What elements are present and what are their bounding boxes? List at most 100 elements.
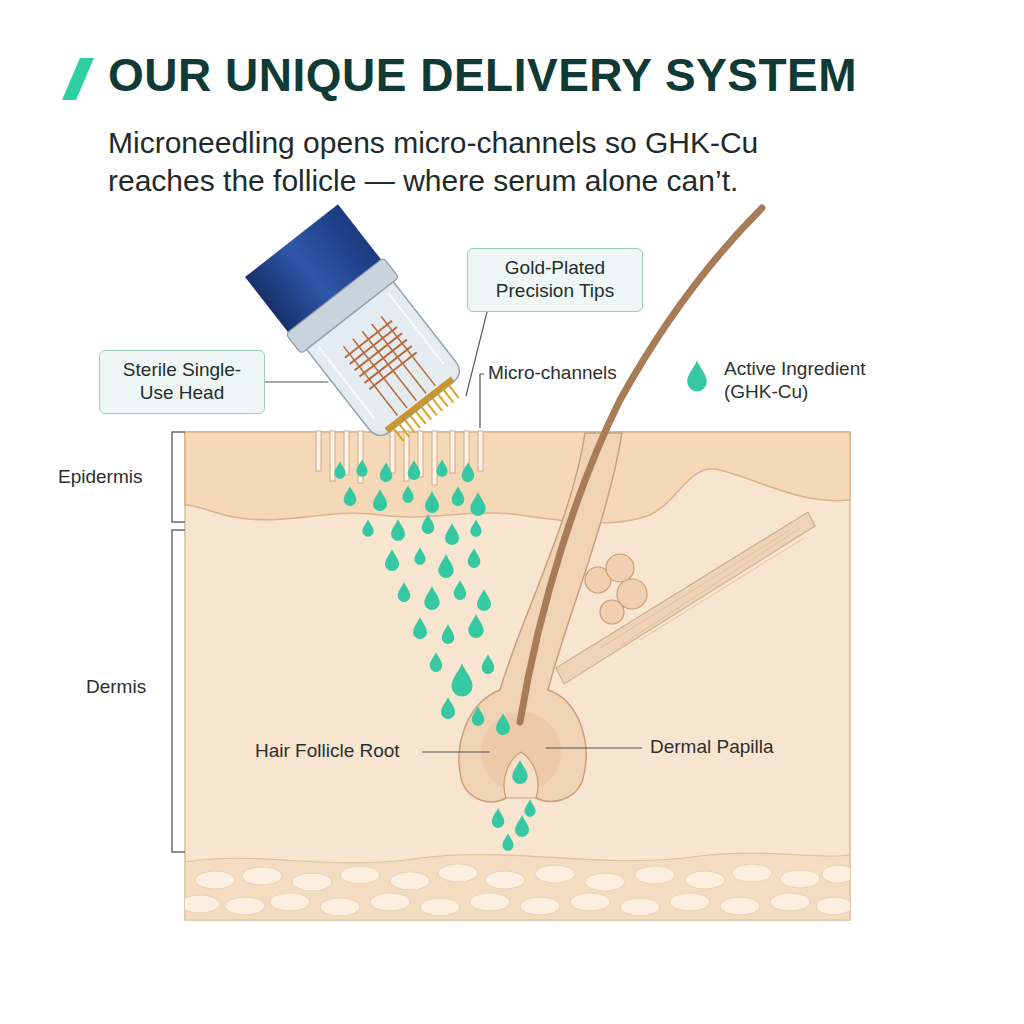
ingredient-droplets xyxy=(380,462,393,482)
ingredient-droplets xyxy=(482,654,495,674)
fat-layer xyxy=(485,871,525,889)
fat-layer xyxy=(225,897,265,915)
ingredient-droplets xyxy=(452,486,465,506)
callout-label: Micro-channels xyxy=(488,362,617,385)
epidermis xyxy=(185,432,850,523)
ingredient-droplets xyxy=(356,459,367,477)
fat-layer xyxy=(340,866,380,884)
leader-lines xyxy=(422,751,490,752)
fat-layer xyxy=(670,893,710,911)
ingredient-droplets xyxy=(408,460,421,480)
fat-layer xyxy=(780,870,820,888)
layer-label: Dermis xyxy=(86,676,146,699)
title: OUR UNIQUE DELIVERY SYSTEM xyxy=(108,52,857,98)
ingredient-droplets xyxy=(438,554,453,578)
ingredient-droplets xyxy=(452,664,473,697)
dermal-papilla xyxy=(504,752,538,798)
fat-layer xyxy=(370,893,410,911)
layer-brackets xyxy=(172,432,185,852)
leader-lines xyxy=(466,300,490,396)
callout-text: Sterile Single-Use Head xyxy=(112,359,252,405)
micro-channels xyxy=(390,431,395,473)
fat-layer xyxy=(635,866,675,884)
fat-layer xyxy=(390,872,430,890)
microneedle-pen xyxy=(307,282,465,441)
fat-layer xyxy=(292,873,332,891)
arrector-muscle xyxy=(600,528,804,648)
ingredient-droplets xyxy=(413,617,427,639)
ingredient-droplets xyxy=(334,459,535,851)
ingredient-droplets xyxy=(414,547,425,565)
ingredient-droplets xyxy=(391,519,405,541)
fat-layer xyxy=(685,871,725,889)
ingredient-droplets xyxy=(492,808,505,828)
droplet-swatch xyxy=(687,361,707,392)
layer-label: Epidermis xyxy=(58,466,142,489)
leader-lines xyxy=(262,300,642,752)
fat-layer xyxy=(732,864,772,882)
title-slash xyxy=(62,58,94,100)
fat-layer xyxy=(185,864,850,916)
skin-section xyxy=(180,431,854,920)
ingredient-droplets xyxy=(424,586,439,610)
callout-text: Gold-Plated Precision Tips xyxy=(480,257,630,303)
ingredient-droplets xyxy=(462,462,475,482)
ingredient-droplets xyxy=(496,713,510,735)
fat-layer xyxy=(270,893,310,911)
ingredient-droplets xyxy=(373,489,387,511)
sebaceous-gland xyxy=(606,554,634,582)
micro-channels xyxy=(432,431,437,485)
fat-layer xyxy=(570,893,610,911)
ingredient-droplets xyxy=(430,652,443,672)
microneedle-pen xyxy=(394,385,459,441)
ingredient-droplets xyxy=(468,548,481,568)
fat-layer xyxy=(185,853,850,920)
micro-channels xyxy=(344,431,349,475)
ingredient-droplets xyxy=(334,461,345,479)
ingredient-droplets xyxy=(398,582,411,602)
ingredient-droplets xyxy=(512,760,527,784)
fat-layer xyxy=(438,864,478,882)
leader-lines xyxy=(546,747,642,748)
fat-layer xyxy=(185,895,220,913)
ingredient-droplets xyxy=(385,549,399,571)
sebaceous-gland xyxy=(585,554,647,624)
micro-channels xyxy=(330,431,335,481)
leader-lines xyxy=(262,381,328,382)
callout-box: Gold-Plated Precision Tips xyxy=(467,248,643,312)
callout-label: Hair Follicle Root xyxy=(255,740,400,763)
ingredient-droplets xyxy=(502,833,513,851)
fat-layer xyxy=(470,893,510,911)
ingredient-droplets xyxy=(402,485,413,503)
ingredient-droplets xyxy=(524,799,535,817)
skin-section xyxy=(185,432,850,920)
ingredient-droplets xyxy=(441,697,455,719)
fat-layer xyxy=(185,853,850,920)
fat-layer xyxy=(520,897,560,915)
fat-layer xyxy=(585,873,625,891)
subtitle: Microneedling opens micro-channels so GH… xyxy=(108,124,828,199)
sebaceous-gland xyxy=(600,600,624,624)
fat-layer xyxy=(620,898,660,916)
fat-layer xyxy=(822,865,850,883)
legend-item: Active Ingredient (GHK-Cu) xyxy=(684,356,899,404)
ingredient-droplets xyxy=(470,492,485,516)
micro-channels xyxy=(450,431,455,473)
ingredient-droplets xyxy=(515,815,529,837)
fat-layer xyxy=(242,867,282,885)
layer-brackets xyxy=(172,432,185,522)
ingredient-droplets xyxy=(362,519,373,537)
ingredient-droplets xyxy=(425,491,439,513)
legend-swatch xyxy=(684,356,710,394)
fat-layer xyxy=(816,897,850,915)
callout-label: Dermal Papilla xyxy=(650,736,774,759)
micro-channels xyxy=(478,431,483,471)
ingredient-droplets xyxy=(442,624,455,644)
micro-channels xyxy=(316,431,321,471)
ingredient-droplets xyxy=(436,459,447,477)
microneedle-pen xyxy=(385,376,455,432)
leader-lines xyxy=(480,374,484,428)
fat-layer xyxy=(320,898,360,916)
ingredient-droplets xyxy=(422,514,435,534)
